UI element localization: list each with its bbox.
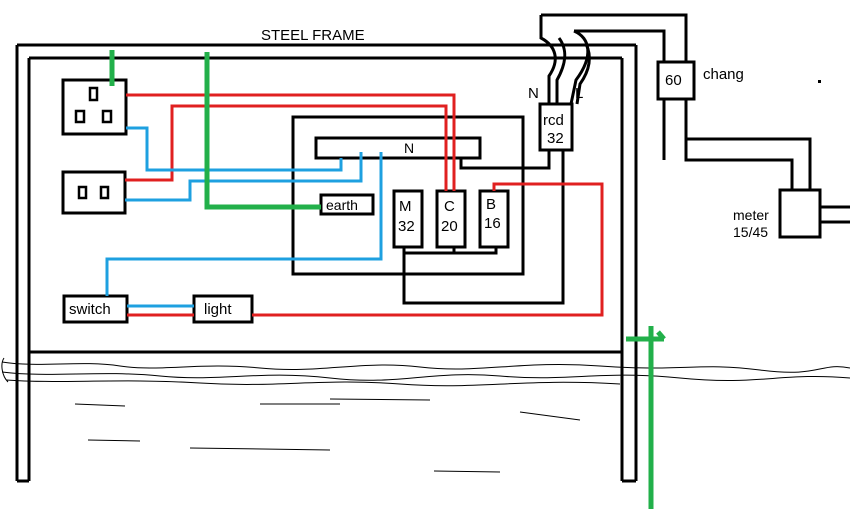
live-socket-1 xyxy=(126,93,456,191)
neutral-lighting xyxy=(105,152,383,296)
supply-l-inner xyxy=(575,43,591,105)
neutral-socket-1 xyxy=(126,126,343,172)
scratch-7 xyxy=(433,470,501,473)
ground-line-2 xyxy=(1,371,850,382)
rcd-label: rcd xyxy=(543,112,564,129)
socket-2-pin-right xyxy=(99,185,110,200)
switch: switch xyxy=(62,294,129,324)
busbar-link xyxy=(402,247,498,255)
supply-n-outer xyxy=(539,15,557,104)
switch-box xyxy=(62,294,129,324)
consumer-unit: N earth M 32 C 20 B 16 xyxy=(291,115,525,276)
breaker-c20-type: C xyxy=(444,198,455,215)
switch-label: switch xyxy=(69,301,111,318)
scratch-4 xyxy=(519,411,581,421)
neutral-bar xyxy=(314,136,482,160)
ground-line-3 xyxy=(5,379,621,387)
steel-frame xyxy=(15,43,638,483)
earth-rod-tick xyxy=(656,330,666,341)
light-label: light xyxy=(204,301,232,318)
rcd-to-breakers xyxy=(402,150,565,305)
main-fuse: 60 chang xyxy=(656,60,744,101)
rcd-live-label: L xyxy=(575,85,583,102)
scratch-1 xyxy=(74,403,126,407)
main-fuse-label: chang xyxy=(703,66,744,83)
earth-main xyxy=(204,52,321,210)
neutral-bar-label: N xyxy=(404,140,414,156)
live-wiring xyxy=(125,93,604,317)
ground-sketch xyxy=(1,357,850,473)
double-socket-switched xyxy=(61,78,128,136)
rcd-neutral-label: N xyxy=(528,85,539,102)
light: light xyxy=(192,294,254,324)
supply-cable-inner xyxy=(574,29,666,62)
earth-wiring xyxy=(109,50,666,509)
supply-cable-outer xyxy=(541,13,688,62)
meter-box xyxy=(778,188,822,239)
ground-line-1 xyxy=(1,361,850,373)
scratch-5 xyxy=(87,439,141,442)
breaker-b16 xyxy=(478,189,510,249)
breaker-b16-type: B xyxy=(486,196,496,213)
socket-2-body xyxy=(61,170,127,215)
neutral-socket-2 xyxy=(125,152,363,202)
meter: meter 15/45 xyxy=(733,188,822,240)
breaker-m32-rating: 32 xyxy=(398,218,415,235)
socket-1-pin-earth xyxy=(88,86,99,102)
rcd: rcd 32 N L xyxy=(528,85,583,152)
supply-n-inner xyxy=(555,37,567,104)
breaker-c20-rating: 20 xyxy=(441,218,458,235)
frame-label: STEEL FRAME xyxy=(261,27,365,44)
earth-bar-label: earth xyxy=(326,197,358,213)
rcd-rating: 32 xyxy=(547,130,564,147)
breaker-b16-rating: 16 xyxy=(484,215,501,232)
fuse-to-meter-cable-c xyxy=(684,139,794,190)
breaker-m32-type: M xyxy=(399,198,412,215)
fuse-to-meter-cable-b xyxy=(684,111,812,190)
consumer-unit-enclosure xyxy=(291,115,525,276)
double-socket xyxy=(61,170,127,215)
scratch-3 xyxy=(329,398,431,401)
rcd-to-neutral-bar xyxy=(459,150,551,170)
socket-2-pin-left xyxy=(77,185,88,200)
breaker-m32 xyxy=(392,189,424,249)
live-lighting xyxy=(252,182,604,317)
main-fuse-box xyxy=(656,60,696,101)
socket-1-pin-left xyxy=(74,109,86,124)
ground-curl-left xyxy=(1,357,9,383)
breaker-c20 xyxy=(435,189,467,249)
stray-dot-1 xyxy=(818,80,821,83)
light-box xyxy=(192,294,254,324)
internal-wiring xyxy=(402,150,565,305)
meter-rating: 15/45 xyxy=(733,224,768,240)
live-socket-2 xyxy=(125,104,448,191)
socket-1-pin-right xyxy=(101,109,113,124)
scratch-6 xyxy=(189,447,331,451)
main-fuse-rating: 60 xyxy=(665,72,682,89)
supply-cable xyxy=(539,13,850,224)
neutral-wiring xyxy=(105,126,383,308)
meter-label: meter xyxy=(733,207,769,223)
rcd-box xyxy=(538,102,574,152)
